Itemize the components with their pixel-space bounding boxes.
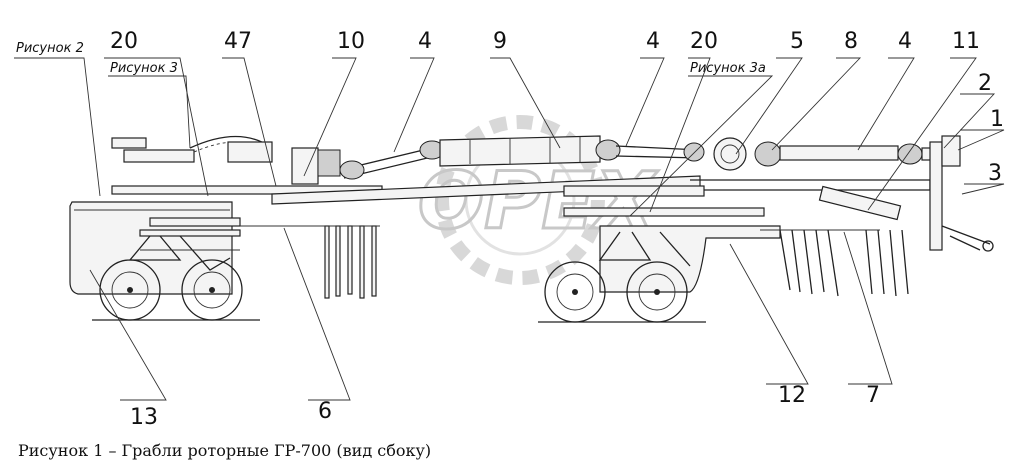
cylinder-11	[818, 185, 902, 221]
right-wheels	[538, 261, 706, 323]
callout-13: 13	[130, 405, 158, 430]
callout-11: 11	[952, 29, 980, 54]
left-wheels	[92, 259, 260, 321]
callout-12: 12	[778, 383, 806, 408]
left-rotor-housing	[69, 201, 233, 295]
leader-lines	[14, 57, 1005, 401]
callout-20-right: 20	[690, 29, 718, 54]
callout-labels: 20 47 10 4 9 4 20 5 8 4 11 2 1 3 13 6 12…	[110, 29, 1004, 430]
callout-3: 3	[988, 161, 1002, 186]
callout-6: 6	[318, 399, 332, 424]
gearbox-5	[713, 137, 747, 171]
shaft-4c	[779, 145, 899, 161]
callout-10: 10	[337, 29, 365, 54]
callout-1: 1	[990, 107, 1004, 132]
callout-4-left: 4	[418, 29, 432, 54]
callout-9: 9	[493, 29, 507, 54]
shaft-guard-9	[439, 135, 601, 167]
ref-figure-2: Рисунок 2	[16, 41, 84, 56]
left-rotor-unit	[69, 135, 383, 299]
left-tines	[240, 225, 380, 299]
ref-figure-3: Рисунок 3	[110, 61, 178, 76]
callout-8: 8	[844, 29, 858, 54]
right-rotor-housing	[599, 225, 781, 293]
callout-47: 47	[224, 29, 252, 54]
figure-caption: Рисунок 1 – Грабли роторные ГР-700 (вид …	[18, 441, 431, 460]
callout-7: 7	[866, 383, 880, 408]
callout-4-mid: 4	[646, 29, 660, 54]
figure-references: Рисунок 2 Рисунок 3 Рисунок 3а	[16, 41, 766, 76]
right-rotor-unit	[563, 135, 994, 297]
callout-2: 2	[978, 71, 992, 96]
callout-20-left: 20	[110, 29, 138, 54]
hitch-post-2	[929, 141, 943, 251]
callout-4-right: 4	[898, 29, 912, 54]
joint-8	[754, 141, 782, 167]
hitch-1	[941, 135, 961, 167]
callout-5: 5	[790, 29, 804, 54]
ref-figure-3a: Рисунок 3а	[690, 61, 766, 76]
right-tines	[779, 229, 909, 297]
